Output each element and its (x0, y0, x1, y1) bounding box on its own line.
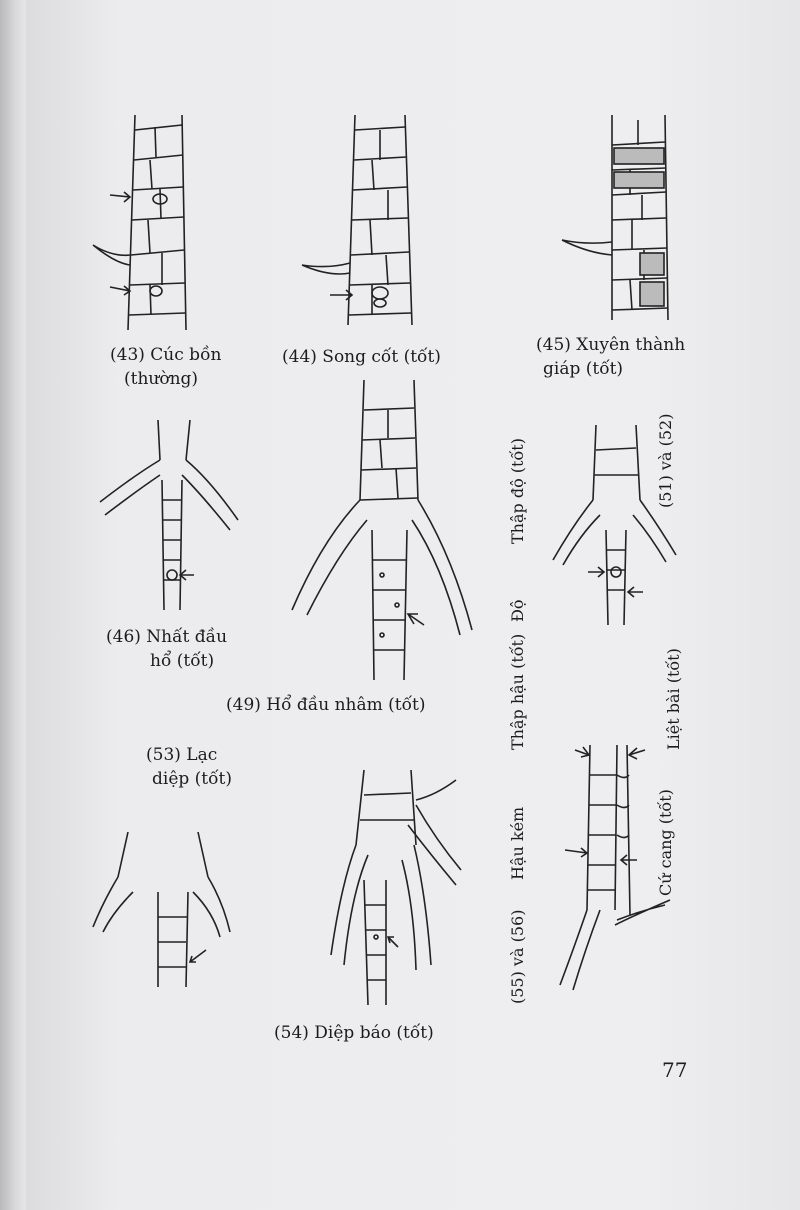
caption-43-line1: (43) Cúc bồn (110, 345, 222, 365)
vertical-label-liet-bai: Liệt bài (tốt) (664, 648, 683, 750)
vertical-label-cu-cang: Cứ cang (tốt) (656, 789, 675, 896)
vertical-label-55-56: (55) và (56) (508, 909, 527, 1004)
figure-46-drawing (99, 419, 239, 611)
figure-54-drawing (330, 769, 462, 1006)
vertical-label-thap-hau: Thập hậu (tốt) (508, 633, 527, 750)
figure-53-drawing (92, 831, 231, 988)
caption-53-line1: (53) Lạc (146, 745, 218, 765)
caption-54: (54) Diệp báo (tốt) (274, 1023, 434, 1043)
vertical-label-thap-do: Thập độ (tốt) (508, 438, 527, 544)
figure-43-drawing (92, 114, 187, 331)
page-number: 77 (662, 1058, 688, 1082)
vertical-label-do: Độ (508, 599, 527, 622)
figure-45-drawing (561, 114, 669, 321)
caption-49: (49) Hổ đầu nhâm (tốt) (226, 695, 426, 715)
vertical-label-51-52: (51) và (52) (656, 413, 675, 508)
caption-45-line2: giáp (tốt) (543, 359, 624, 379)
caption-53-line2: diệp (tốt) (152, 769, 232, 789)
caption-45-line1: (45) Xuyên thành (536, 335, 686, 355)
book-spine-shadow (0, 0, 26, 1210)
vertical-label-hau-kem: Hậu kém (508, 806, 527, 880)
caption-46-line1: (46) Nhất đầu (106, 627, 228, 647)
caption-43-line2: (thường) (124, 369, 199, 389)
caption-44: (44) Song cốt (tốt) (282, 347, 441, 367)
figure-55-56-drawing (559, 744, 671, 991)
figure-44-drawing (301, 114, 413, 326)
figure-51-52-drawing (552, 424, 677, 626)
caption-46-line2: hổ (tốt) (150, 651, 215, 671)
figure-49-drawing (291, 379, 473, 681)
